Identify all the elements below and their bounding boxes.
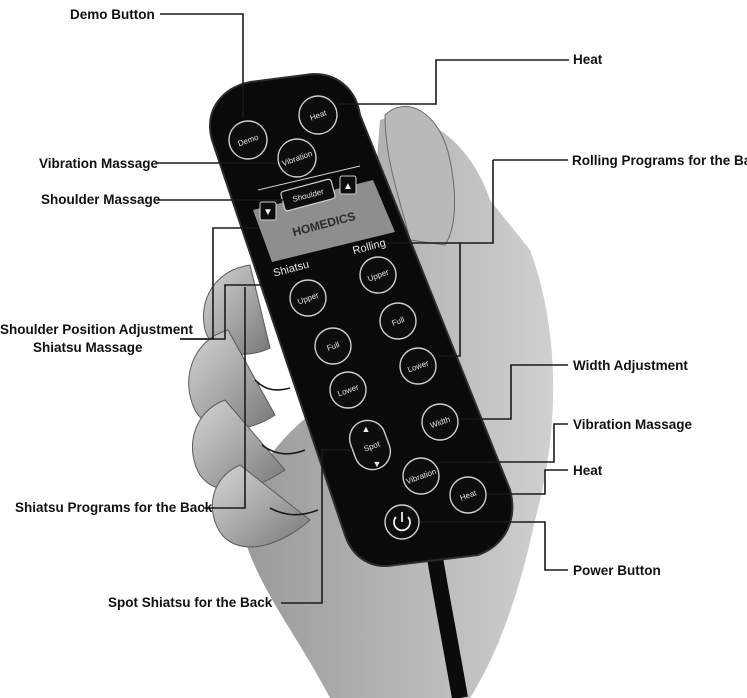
shoulder-position-down-button[interactable]: ▼: [259, 201, 277, 221]
label-heat-bottom: Heat: [573, 463, 603, 478]
power-button[interactable]: [384, 504, 420, 540]
spot-button[interactable]: ▲ Spot ▼: [345, 415, 396, 474]
label-vibration-top: Vibration Massage: [39, 156, 159, 171]
demo-button[interactable]: Demo: [228, 120, 268, 160]
triangle-down-icon: ▼: [263, 207, 273, 218]
svg-text:Full: Full: [391, 315, 406, 328]
shoulder-position-up-button[interactable]: ▲: [339, 175, 357, 195]
triangle-up-icon: ▲: [343, 181, 353, 192]
label-shoulder-massage: Shoulder Massage: [41, 192, 161, 207]
label-vibration-bottom: Vibration Massage: [573, 417, 693, 432]
label-shiatsu-massage: Shiatsu Massage: [33, 340, 143, 355]
shiatsu-full-button[interactable]: Full: [314, 327, 352, 365]
power-icon: [393, 512, 411, 532]
callout-labels: Demo Button Heat Vibration Massage Rolli…: [0, 7, 747, 610]
spot-down-icon: ▼: [373, 459, 382, 469]
remote-control: HOMEDICS Shiatsu Rolling Demo Heat Vibra…: [209, 73, 514, 567]
vibration-button-top[interactable]: Vibration: [277, 138, 317, 178]
label-heat-top: Heat: [573, 52, 603, 67]
label-rolling-programs: Rolling Programs for the Back: [572, 153, 747, 168]
label-spot-shiatsu: Spot Shiatsu for the Back: [108, 595, 273, 610]
spot-up-icon: ▲: [362, 424, 371, 434]
svg-text:Full: Full: [326, 340, 341, 353]
label-width-adjustment: Width Adjustment: [573, 358, 688, 373]
width-button[interactable]: Width: [421, 403, 459, 441]
rolling-full-button[interactable]: Full: [379, 302, 417, 340]
shiatsu-upper-button[interactable]: Upper: [289, 279, 327, 317]
label-power-button: Power Button: [573, 563, 661, 578]
leader-lines: [157, 13, 569, 604]
vibration-button-bottom[interactable]: Vibration: [402, 457, 440, 495]
label-shiatsu-programs: Shiatsu Programs for the Back: [15, 500, 213, 515]
heat-button-top[interactable]: Heat: [298, 95, 338, 135]
shoulder-button[interactable]: Shoulder: [280, 178, 336, 212]
rolling-upper-button[interactable]: Upper: [359, 256, 397, 294]
shiatsu-lower-button[interactable]: Lower: [329, 371, 367, 409]
label-shoulder-position: Shoulder Position Adjustment: [0, 322, 194, 337]
heat-button-bottom[interactable]: Heat: [449, 476, 487, 514]
label-demo-button: Demo Button: [70, 7, 155, 22]
rolling-lower-button[interactable]: Lower: [399, 347, 437, 385]
